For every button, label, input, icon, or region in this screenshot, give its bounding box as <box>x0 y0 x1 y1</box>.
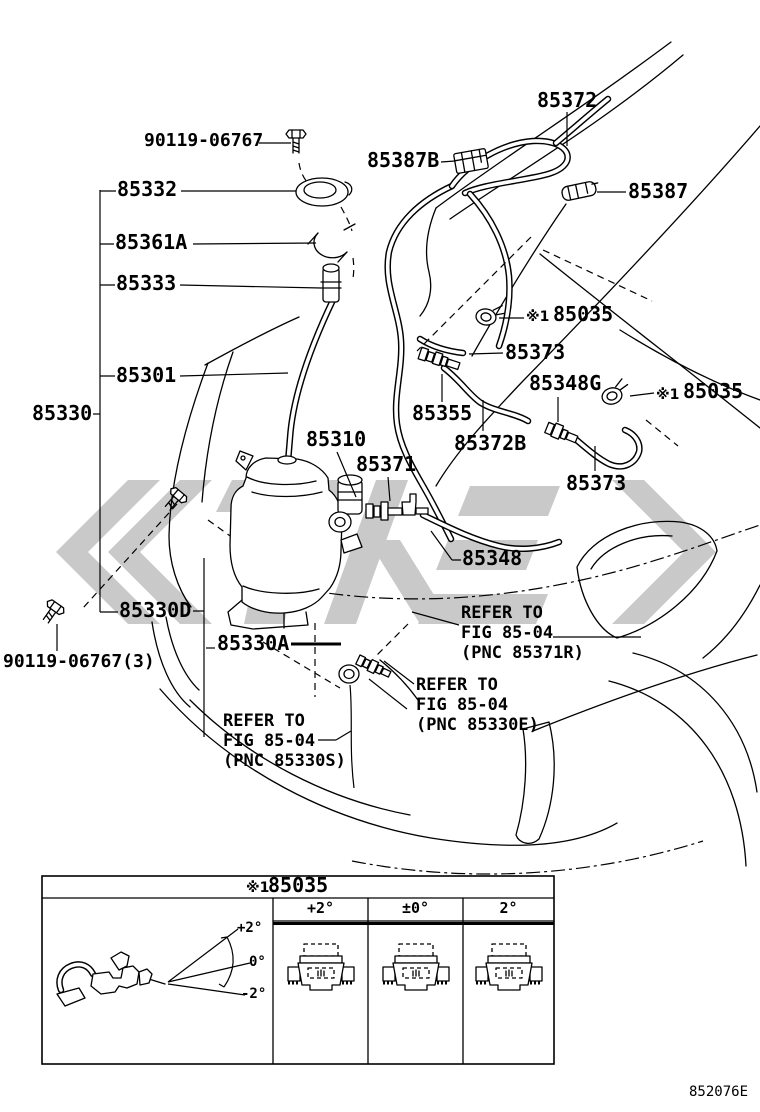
joint-85371-drawing <box>365 493 429 521</box>
grommet-85330a-drawing <box>338 664 360 684</box>
label-marker-2: ※1 <box>656 387 680 403</box>
reservoir-cap-drawing <box>295 177 353 207</box>
label-85330: 85330 <box>32 401 93 425</box>
label-85330a: 85330A <box>217 631 290 655</box>
leader-lines <box>56 112 655 789</box>
label-85348g: 85348G <box>529 371 602 395</box>
label-85310: 85310 <box>306 427 367 451</box>
clip-85387-drawing <box>561 181 599 201</box>
pump-85310-drawing <box>328 474 363 533</box>
label-85373-2: 85373 <box>566 471 627 495</box>
hose-clamp-85361a-drawing <box>307 223 356 263</box>
elbow-85330e-drawing <box>355 654 392 678</box>
refer-note-line: FIG 85-04 <box>461 623 554 643</box>
angle-label-up: +2° <box>237 920 263 936</box>
table-title-part: 85035 <box>268 873 329 897</box>
angle-label-mid: 0° <box>249 954 266 970</box>
label-85348: 85348 <box>462 546 523 570</box>
joint-85348g-drawing <box>544 421 579 444</box>
refer-note-line: FIG 85-04 <box>223 731 316 751</box>
clamp-85035-2-drawing <box>601 378 629 405</box>
table-column-zero: ±0° <box>401 899 430 917</box>
refer-note-line: REFER TO <box>461 603 543 623</box>
nozzle-front-view-3 <box>475 943 543 991</box>
table-column-minus2: 2° <box>499 899 518 917</box>
label-85035-1: 85035 <box>553 302 614 326</box>
label-85387: 85387 <box>628 179 689 203</box>
label-bolt-top: 90119-06767 <box>144 130 264 151</box>
nozzle-front-view-2 <box>382 943 450 991</box>
label-85372b: 85372B <box>454 431 527 455</box>
washer-hoses <box>284 95 643 553</box>
label-85361a: 85361A <box>115 230 188 254</box>
label-85330d: 85330D <box>119 598 192 622</box>
nozzle-front-view-1 <box>287 943 355 991</box>
refer-note-line: REFER TO <box>223 711 305 731</box>
refer-note-85330s: REFER TO FIG 85-04 (PNC 85330S) <box>223 711 346 771</box>
label-85387b: 85387B <box>367 148 440 172</box>
label-85355: 85355 <box>412 401 473 425</box>
label-85301: 85301 <box>116 363 177 387</box>
label-85371: 85371 <box>356 452 417 476</box>
refer-note-85371r: REFER TO FIG 85-04 (PNC 85371R) <box>461 603 584 663</box>
label-85333: 85333 <box>116 271 177 295</box>
nozzle-angle-table <box>41 875 555 1065</box>
label-85332: 85332 <box>117 177 178 201</box>
refer-note-line: FIG 85-04 <box>416 695 509 715</box>
car-body-outline <box>151 41 760 875</box>
bolt-icon-top <box>285 129 307 154</box>
joint-85333-drawing <box>320 263 342 303</box>
refer-note-line: (PNC 85330S) <box>223 751 346 771</box>
angle-label-down: -2° <box>241 986 267 1002</box>
drawing-code: 852076E <box>689 1084 749 1100</box>
joint-85355-drawing <box>417 346 461 371</box>
clip-85387b-drawing <box>453 148 489 174</box>
bolt-icon-mid <box>164 487 188 511</box>
nozzle-side-view <box>56 951 166 1007</box>
label-85373-1: 85373 <box>505 340 566 364</box>
label-85372: 85372 <box>537 88 598 112</box>
table-column-plus2: +2° <box>306 899 335 917</box>
refer-note-line: (PNC 85330E) <box>416 715 539 735</box>
bolt-icon-bottom <box>42 599 65 624</box>
table-title-marker: ※1 <box>246 880 270 896</box>
label-bolt-bottom: 90119-06767(3) <box>3 651 155 672</box>
refer-note-line: REFER TO <box>416 675 498 695</box>
label-marker-1: ※1 <box>526 309 550 325</box>
reservoir-drawing <box>227 450 363 630</box>
label-85035-2: 85035 <box>683 379 744 403</box>
clamp-85035-1-drawing <box>475 304 506 326</box>
refer-note-line: (PNC 85371R) <box>461 643 584 663</box>
refer-note-85330e: REFER TO FIG 85-04 (PNC 85330E) <box>416 675 539 735</box>
